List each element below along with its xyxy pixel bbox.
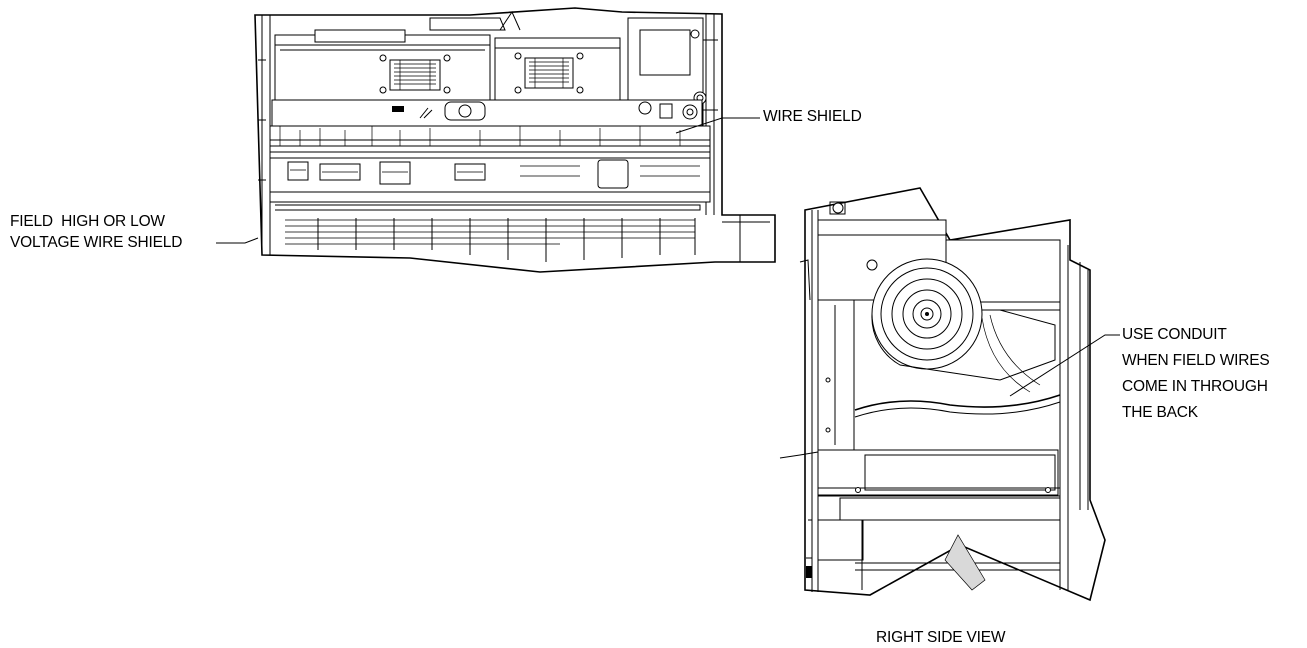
right-side-view-drawing <box>779 187 1106 602</box>
field-wire-shield-leader <box>216 237 259 244</box>
view-caption: RIGHT SIDE VIEW <box>876 629 1006 646</box>
conduit-label-line1: USE CONDUIT <box>1122 326 1227 343</box>
wire-shield-leader <box>675 117 760 134</box>
front-louvers <box>285 218 696 262</box>
front-view-drawing <box>254 7 776 273</box>
conduit-label-line2: WHEN FIELD WIRES <box>1122 352 1270 369</box>
field-wire-shield-label-line2: VOLTAGE WIRE SHIELD <box>10 234 183 251</box>
conduit-leader <box>1009 334 1120 397</box>
external-wire <box>779 451 819 459</box>
conduit <box>854 394 1061 411</box>
conduit-label-line4: THE BACK <box>1122 404 1198 421</box>
wire-shield-label: WIRE SHIELD <box>763 108 862 125</box>
conduit-label-line3: COME IN THROUGH <box>1122 378 1268 395</box>
field-wire-shield-label-line1: FIELD HIGH OR LOW <box>10 213 165 230</box>
